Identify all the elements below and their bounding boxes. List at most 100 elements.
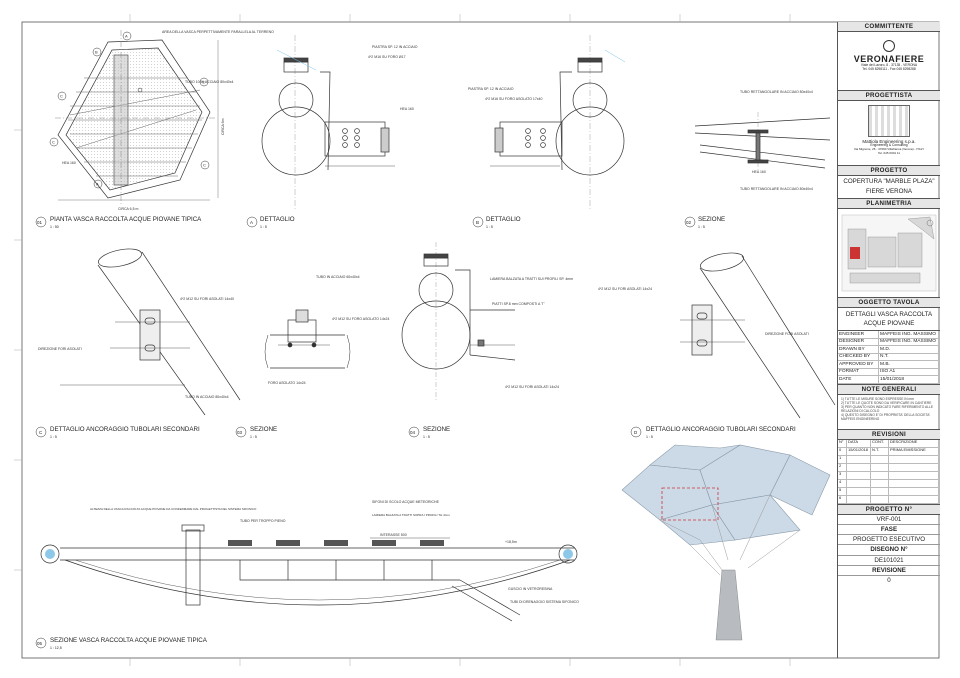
site-plan xyxy=(838,209,940,297)
circa-dim-2: CIRCA 6m xyxy=(221,118,225,135)
svg-text:01: 01 xyxy=(37,220,43,225)
progettista-label: PROGETTISTA xyxy=(838,90,940,102)
view-01-plan xyxy=(49,30,219,205)
fori-04-note: 4*2 M12 SU FORI ASOLATI 14x24 xyxy=(505,385,559,389)
svg-text:DETTAGLIO ANCORAGGIO TUBOLARI: DETTAGLIO ANCORAGGIO TUBOLARI SECONDARI xyxy=(646,426,796,433)
site-plan-map xyxy=(841,214,937,291)
note-label: NOTE GENERALI xyxy=(838,383,940,395)
fori-03-note: 4*2 M12 SU FORO ASOLATO 14x24 xyxy=(332,317,390,321)
piastra-a-note: PIASTRA SP. 12 IN ACCIAIO xyxy=(372,45,418,49)
client-logo-icon xyxy=(883,40,895,53)
general-notes: 1) TUTTE LE MISURE SONO ESPRESSE IN mm 2… xyxy=(838,395,940,429)
svg-text:C: C xyxy=(52,140,55,145)
svg-text:SEZIONE: SEZIONE xyxy=(250,426,277,433)
designer-sub: Engineering & Consulting xyxy=(870,143,908,148)
view-b-labels: PIASTRA SP. 12 IN ACCIAIO 4*2 M16 SU FOR… xyxy=(468,87,543,101)
mbulloni-a-note: 4*2 M16 SU FORO Ø17 xyxy=(368,55,406,59)
tubo2-02-note: TUBO RETTANGOLARE IN ACCIAIO 80x40x4 xyxy=(740,187,813,191)
oggetto-label: OGGETTO TAVOLA xyxy=(838,296,940,308)
lamiera-04-note: LAMIERA BALZATA A TRATTI SUI PROFILI SP.… xyxy=(490,277,573,281)
client-box: VERONAFIERE Viale del Lavoro, 8 - 37135 … xyxy=(838,32,940,90)
view-c-anchorage xyxy=(60,248,241,416)
sifoni-05-note: SIFONI DI SCOLO ACQUE METEORICHE xyxy=(372,500,440,504)
svg-text:1 : 5: 1 : 5 xyxy=(250,435,257,439)
table-row: 2 xyxy=(838,463,940,472)
table-row: 1 xyxy=(838,455,940,464)
project-place: FIERE VERONA xyxy=(865,187,913,195)
altezza-05-note: ALTEZZA DELLA VASCA RACCOLTA ACQUE PIOVA… xyxy=(90,507,257,511)
note-item: 1) TUTTE LE MISURE SONO ESPRESSE IN mm xyxy=(841,396,915,401)
view-a-detail xyxy=(261,35,395,210)
svg-text:1 : 5: 1 : 5 xyxy=(423,435,430,439)
svg-text:SEZIONE: SEZIONE xyxy=(423,426,450,433)
piastra-b-note: PIASTRA SP. 12 IN ACCIAIO xyxy=(468,87,514,91)
fori-d-note: 4*2 M12 SU FORI ASOLATI 14x24 xyxy=(598,287,652,291)
hea-note: HEA 160 xyxy=(62,161,76,165)
table-row: 5 xyxy=(838,487,940,496)
fase-value: PROGETTO ESECUTIVO xyxy=(838,535,940,546)
fori-b-note: 4*2 M16 SU FORO ASOLATO 17x40 xyxy=(485,97,543,101)
progetto-n-value: VRF-001 xyxy=(838,515,940,526)
svg-text:1 : 5: 1 : 5 xyxy=(260,225,267,229)
designer-tel: Tel. 045 6301 11 xyxy=(878,150,900,155)
guscio-05-note: GUSCIO IN VETRORESINA xyxy=(508,587,553,591)
svg-text:C: C xyxy=(203,163,206,168)
view-04-labels: LAMIERA BALZATA A TRATTI SUI PROFILI SP.… xyxy=(490,277,573,389)
designer-box: Mattiola Engineering s.p.a. Engineering … xyxy=(838,101,940,165)
svg-text:D: D xyxy=(634,430,638,435)
view-c-labels: 4*2 M12 SU FORI ASOLATI 14x40 DIREZIONE … xyxy=(38,297,234,399)
svg-text:C: C xyxy=(202,80,205,85)
oggetto-line-2: ACQUE PIOVANE xyxy=(838,319,940,332)
tubo-05-note: TUBO PER TROPPO PIENO xyxy=(240,519,286,523)
svg-text:05: 05 xyxy=(37,641,43,646)
area-note: AREA DELLA VASCA PERPETTIVAMENTE PARALLE… xyxy=(162,30,274,34)
view-05-section xyxy=(40,524,578,622)
svg-text:A: A xyxy=(250,220,253,225)
direz-d-note: DIREZIONE FORI ASOLATI xyxy=(765,332,809,336)
table-row: 3 xyxy=(838,471,940,480)
view-a-labels: PIASTRA SP. 12 IN ACCIAIO 4*2 M16 SU FOR… xyxy=(368,45,418,111)
view-03-labels: TUBO IN ACCIAIO 60x40x4 4*2 M12 SU FORO … xyxy=(268,275,390,385)
foro-03-note: FORO ASOLATO 14x24 xyxy=(268,381,306,385)
view-02-labels: TUBO RETTANGOLARE IN ACCIAIO 80x40x4 TUB… xyxy=(740,90,813,191)
svg-text:C: C xyxy=(60,94,63,99)
view-title-d: D DETTAGLIO ANCORAGGIO TUBOLARI SECONDARI… xyxy=(630,426,796,439)
fase-label: FASE xyxy=(838,525,940,536)
view-04-section xyxy=(401,242,516,400)
sheet-border xyxy=(21,21,940,659)
tubo-c-note: TUBO IN ACCIAIO 80x40x4 xyxy=(185,395,229,399)
client-tel: Tel. 045 8298111 - Fax 045 8298288 xyxy=(862,67,916,72)
view-03-section xyxy=(264,309,351,369)
piatti-04-note: PIATTI SP.8 mm COMPOSTI A 'T' xyxy=(492,302,545,306)
svg-text:DETTAGLIO: DETTAGLIO xyxy=(260,216,295,223)
svg-text:02: 02 xyxy=(686,220,692,225)
tubo-note: TUBO 10 IN ACCIAIO 80x40x4 xyxy=(185,80,233,84)
planimetria-label: PLANIMETRIA xyxy=(838,197,940,209)
note-item: 2) TUTTE LE QUOTE SONO DA VERIFICARE IN … xyxy=(841,400,932,405)
designer-address: Via Mignone, 26 - 37060 Villafranca (Ver… xyxy=(853,147,925,152)
designer-logo-icon xyxy=(868,105,910,138)
disegno-value: DE101021 xyxy=(838,556,940,566)
border-ticks xyxy=(14,14,791,666)
progetto-n-label: PROGETTO N° xyxy=(838,503,940,516)
view-title-a: A DETTAGLIO 1 : 5 xyxy=(246,216,295,229)
quota-05-note: +18,5m xyxy=(505,540,517,544)
svg-text:1 : 5: 1 : 5 xyxy=(486,225,493,229)
circa-dim: CIRCA 6,5 m xyxy=(118,207,139,211)
svg-text:1 : 5: 1 : 5 xyxy=(698,225,705,229)
svg-text:1 : 5: 1 : 5 xyxy=(50,435,57,439)
